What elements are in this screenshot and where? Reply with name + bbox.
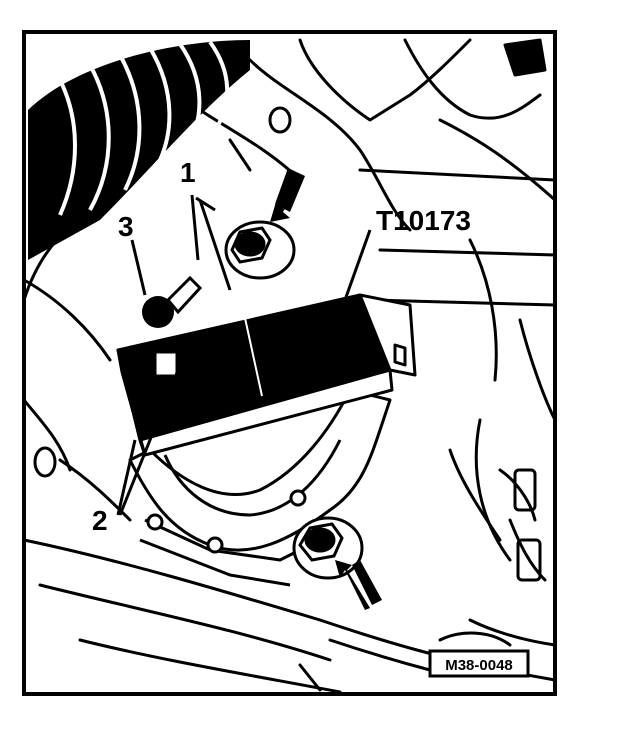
tool-label: T10173 [376,205,471,236]
arrow-upper [270,168,305,222]
rubber-boot [28,40,250,260]
arrow-lower [335,560,382,610]
lower-bolt [292,516,364,580]
leader-lines [116,194,372,516]
callout-2: 2 [92,505,108,536]
gasket-holes [146,489,307,554]
callout-3: 3 [118,211,134,242]
upper-bolt [224,220,296,280]
figure-code-box [428,649,530,678]
tool-t10173 [116,293,417,457]
figure-code: M38-0048 [445,657,513,674]
bolt-3 [142,275,203,328]
callout-1: 1 [180,157,196,188]
